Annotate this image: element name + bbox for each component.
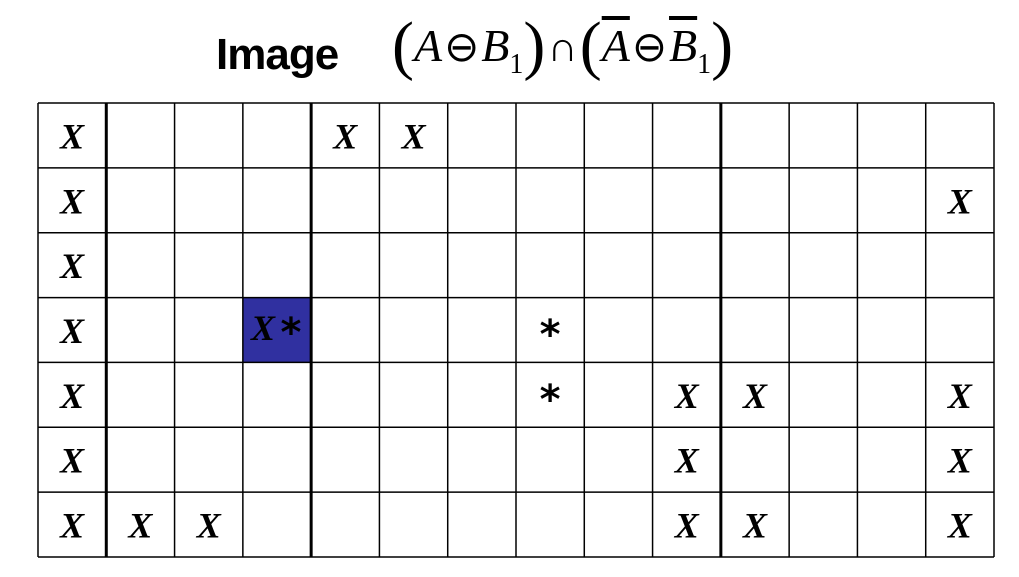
cell-mark-x: X — [674, 506, 700, 546]
cell-mark-x: X — [742, 506, 768, 546]
formula-var-a-complement: A — [601, 20, 630, 71]
cell-mark-x: X — [196, 506, 222, 546]
cell-mark-x: X — [332, 116, 358, 156]
cell-mark-star: * — [540, 312, 561, 358]
cell-mark-star: * — [540, 377, 561, 423]
cell-mark-x: X — [59, 376, 85, 416]
cell-mark-x: X — [59, 441, 85, 481]
cell-mark-star: * — [281, 310, 302, 356]
formula-intersection-op: ∩ — [547, 25, 578, 71]
formula-var-b: B — [481, 20, 510, 71]
formula-close-paren-1: ) — [523, 9, 546, 82]
cell-mark-x: X — [59, 246, 85, 286]
cell-mark-x: X — [59, 181, 85, 221]
cell-mark-x: X — [947, 506, 973, 546]
formula-open-paren-2: ( — [579, 9, 602, 82]
highlighted-cell — [242, 297, 312, 363]
formula-subscript-2: 1 — [697, 49, 712, 80]
cell-mark-x: X — [947, 376, 973, 416]
cell-mark-x: X — [947, 441, 973, 481]
cell-mark-x: X — [127, 506, 153, 546]
formula-var-b-complement: B — [669, 20, 698, 71]
formula-open-paren-1: ( — [392, 9, 414, 82]
cell-mark-x: X — [250, 308, 276, 348]
title: Image (A⊖B1)∩(A⊖B1) — [0, 8, 1019, 98]
formula-subscript-1: 1 — [509, 49, 524, 80]
cell-mark-x: X — [59, 311, 85, 351]
formula-close-paren-2: ) — [711, 9, 734, 82]
cell-mark-x: X — [674, 441, 700, 481]
cell-mark-x: X — [742, 376, 768, 416]
formula-erosion-op-2: ⊖ — [631, 25, 668, 71]
formula: (A⊖B1)∩(A⊖B1) — [392, 8, 733, 84]
formula-var-a: A — [413, 20, 443, 71]
title-word: Image — [216, 30, 339, 79]
cell-mark-x: X — [947, 181, 973, 221]
cell-mark-x: X — [401, 116, 427, 156]
cell-mark-x: X — [59, 506, 85, 546]
formula-erosion-op-1: ⊖ — [444, 25, 480, 71]
cell-mark-x: X — [59, 116, 85, 156]
cell-mark-x: X — [674, 376, 700, 416]
